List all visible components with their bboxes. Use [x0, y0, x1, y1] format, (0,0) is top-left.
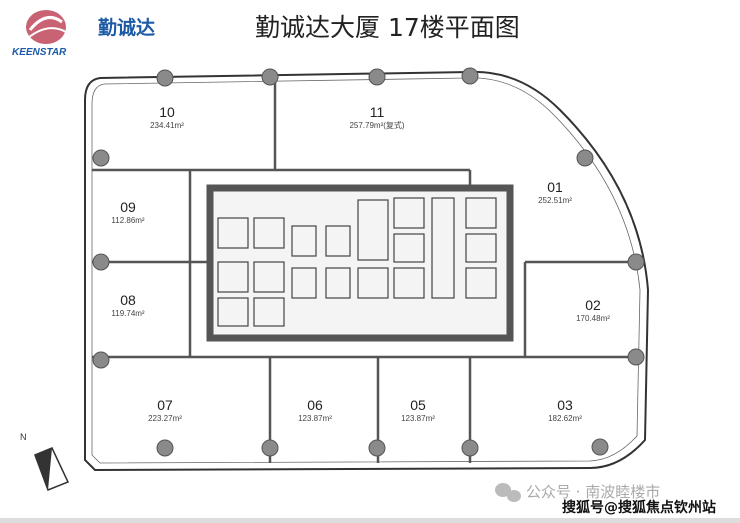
unit-number: 03: [557, 397, 573, 413]
sohu-watermark: 搜狐号@搜狐焦点钦州站: [562, 500, 716, 516]
unit-number: 01: [547, 179, 563, 195]
unit-number: 05: [410, 397, 426, 413]
unit-number: 09: [120, 199, 136, 215]
structural-columns: [92, 67, 645, 457]
unit-area: 234.41m²: [150, 121, 184, 130]
unit-area: 112.86m²: [111, 216, 145, 225]
page-title: 勤诚达大厦 17楼平面图: [255, 13, 520, 42]
unit-number: 06: [307, 397, 323, 413]
unit-area: 252.51m²: [538, 196, 572, 205]
unit-area: 123.87m²: [401, 414, 435, 423]
wechat-icon: [495, 483, 521, 502]
unit-area: 170.48m²: [576, 314, 610, 323]
unit-number: 11: [369, 104, 385, 120]
unit-number: 07: [157, 397, 173, 413]
brand-name-cn: 勤诚达: [98, 17, 156, 39]
unit-area: 123.87m²: [298, 414, 332, 423]
building-core: [206, 184, 514, 342]
unit-area: 119.74m²: [111, 309, 145, 318]
unit-number: 10: [159, 104, 175, 120]
unit-area: 223.27m²: [148, 414, 182, 423]
footer-bar: [0, 518, 740, 523]
wechat-watermark: 公众号 · 南波睦楼市: [526, 483, 661, 501]
north-arrow-icon: [34, 447, 70, 491]
building-outline: [84, 70, 650, 472]
unit-number: 08: [120, 292, 136, 308]
north-label: N: [20, 432, 27, 442]
keenstar-logo: [26, 10, 67, 44]
unit-area: 257.79m²(复式): [349, 121, 405, 130]
unit-number: 02: [585, 297, 601, 313]
brand-name-en: KEENSTAR: [12, 47, 67, 58]
unit-area: 182.62m²: [548, 414, 582, 423]
